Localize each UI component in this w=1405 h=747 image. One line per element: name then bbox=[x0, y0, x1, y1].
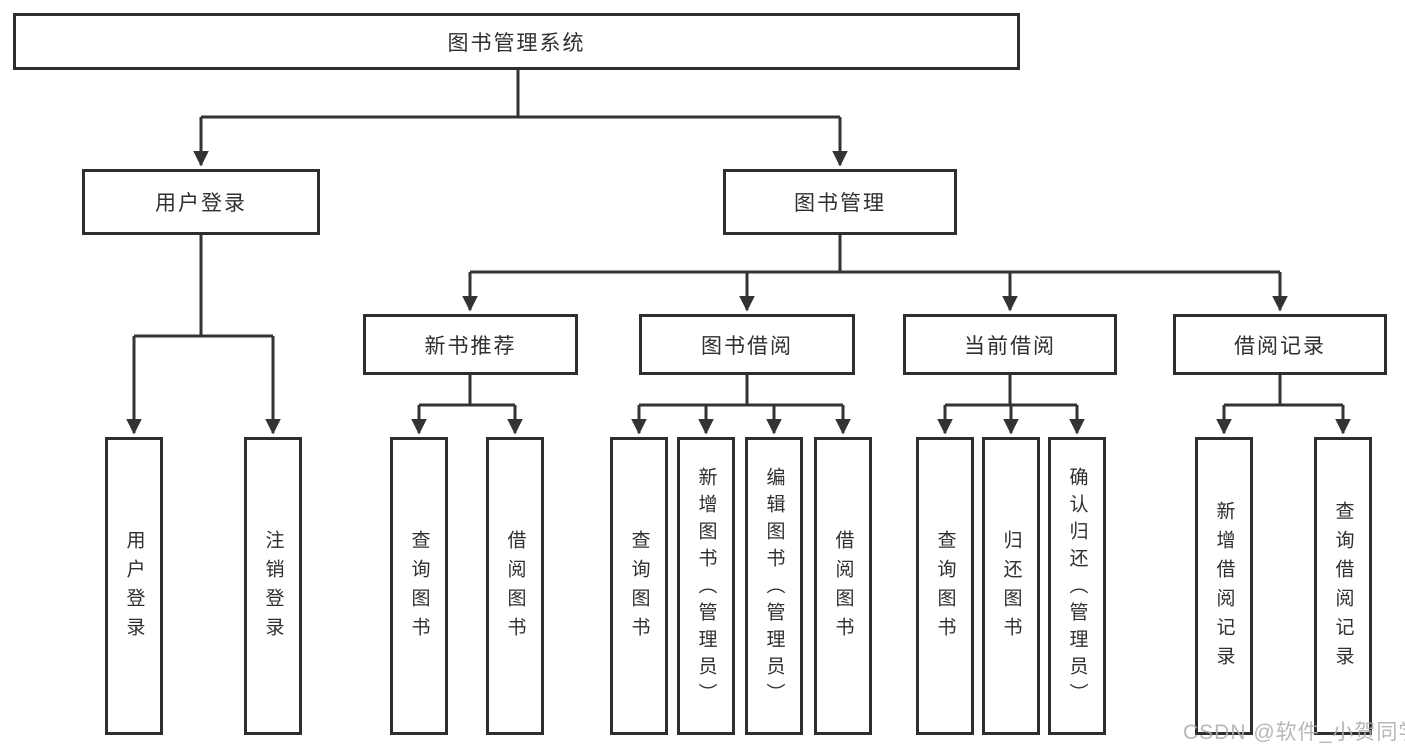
leaf-borrow-books: 借阅图书 bbox=[814, 437, 872, 735]
leaf-query-borrow-record: 查询借阅记录 bbox=[1314, 437, 1372, 735]
node-book-management: 图书管理 bbox=[723, 169, 957, 235]
leaf-return-books: 归还图书 bbox=[982, 437, 1040, 735]
leaf-query-books-borrowing: 查询图书 bbox=[610, 437, 668, 735]
node-borrowing-records: 借阅记录 bbox=[1173, 314, 1387, 375]
leaf-add-borrow-record: 新增借阅记录 bbox=[1195, 437, 1253, 735]
leaf-query-books-current: 查询图书 bbox=[916, 437, 974, 735]
node-user-login: 用户登录 bbox=[82, 169, 320, 235]
node-library-management-system: 图书管理系统 bbox=[13, 13, 1020, 70]
leaf-confirm-return-admin: 确认归还（管理员） bbox=[1048, 437, 1106, 735]
leaf-user-login: 用户登录 bbox=[105, 437, 163, 735]
node-new-book-recommend: 新书推荐 bbox=[363, 314, 578, 375]
leaf-add-books-admin: 新增图书（管理员） bbox=[677, 437, 735, 735]
leaf-logout: 注销登录 bbox=[244, 437, 302, 735]
node-book-borrowing: 图书借阅 bbox=[639, 314, 855, 375]
watermark-text: CSDN @软件_小贺同学 bbox=[1183, 721, 1405, 744]
leaf-query-books-recommend: 查询图书 bbox=[390, 437, 448, 735]
leaf-borrow-books-recommend: 借阅图书 bbox=[486, 437, 544, 735]
node-current-borrowing: 当前借阅 bbox=[903, 314, 1117, 375]
leaf-edit-books-admin: 编辑图书（管理员） bbox=[745, 437, 803, 735]
